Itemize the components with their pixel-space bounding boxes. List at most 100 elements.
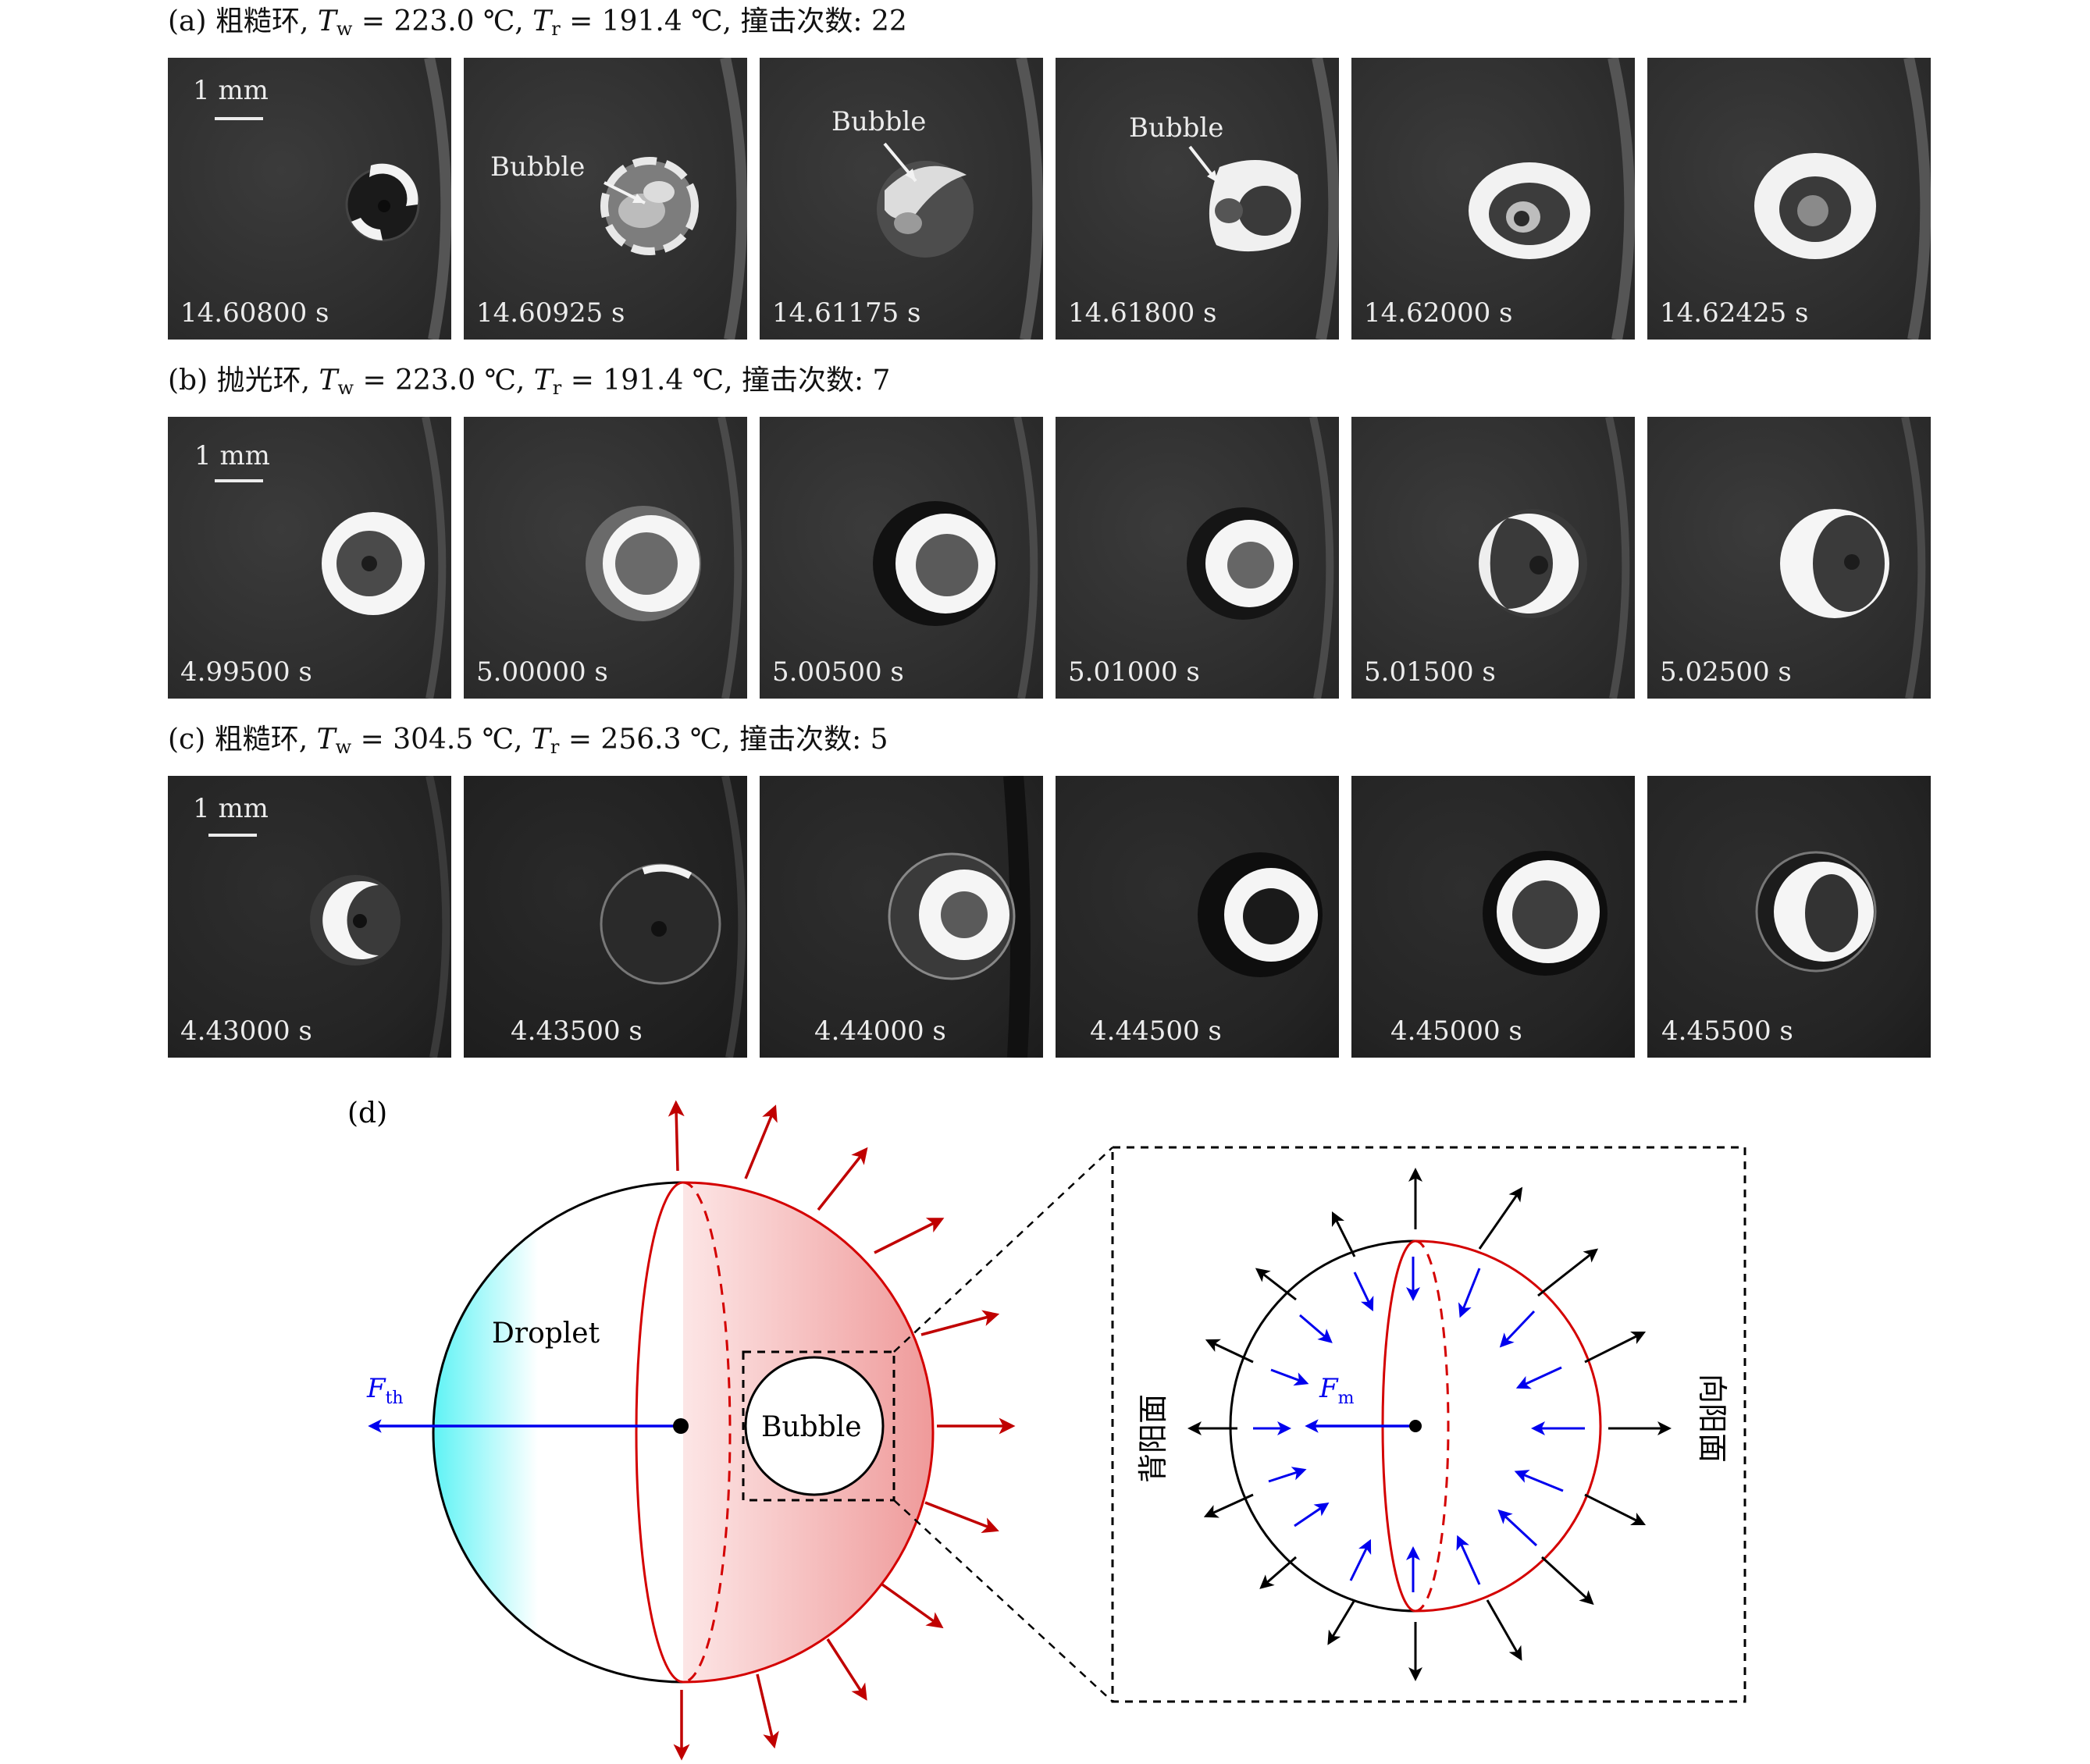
scale-bar	[215, 479, 263, 482]
frame-c-4: 4.44500 s	[1056, 776, 1339, 1058]
droplet-image	[1478, 417, 1630, 699]
tr-symbol: T	[532, 5, 552, 37]
droplet-image	[1469, 58, 1635, 340]
scale-label: 1 mm	[194, 440, 270, 471]
frame-c-2: 4.43500 s	[464, 776, 747, 1058]
frame-a-5: 14.62000 s	[1351, 58, 1635, 340]
timestamp: 14.61175 s	[772, 297, 921, 329]
droplet-image	[1198, 852, 1323, 977]
timestamp: 4.43500 s	[511, 1015, 643, 1047]
droplet-image	[1187, 417, 1334, 699]
tw-symbol: T	[316, 724, 336, 756]
droplet-image	[322, 417, 447, 699]
tr-value: = 191.4 ℃, 撞击次数: 7	[561, 365, 891, 397]
mechanism-diagram: (d) Droplet Bubble Fth	[347, 1097, 1746, 1761]
panel-d-label: (d)	[347, 1097, 387, 1129]
tr-value: = 191.4 ℃, 撞击次数: 22	[560, 5, 907, 37]
caption-prefix: (a) 粗糙环,	[168, 5, 318, 37]
tw-symbol: T	[319, 365, 338, 397]
timestamp: 4.44500 s	[1090, 1015, 1222, 1047]
droplet-label: Droplet	[492, 1318, 600, 1350]
droplet-image	[600, 776, 746, 1058]
timestamp: 14.61800 s	[1068, 297, 1217, 329]
timestamp: 4.44000 s	[814, 1015, 946, 1047]
timestamp: 5.00000 s	[476, 656, 608, 688]
tr-value: = 256.3 ℃, 撞击次数: 5	[559, 724, 888, 756]
frame-b-1: 1 mm 4.99500 s	[168, 417, 451, 699]
recoil-arrows	[1253, 1257, 1585, 1592]
timestamp: 4.43000 s	[180, 1015, 312, 1047]
tw-value: = 223.0 ℃,	[352, 5, 533, 37]
tr-symbol: T	[531, 724, 550, 756]
caption-prefix: (b) 抛光环,	[168, 365, 319, 397]
frame-a-4: Bubble 14.61800 s	[1056, 58, 1339, 340]
f-m-label: Fm	[1319, 1373, 1355, 1408]
tr-symbol: T	[533, 365, 553, 397]
frame-c-1: 1 mm 4.43000 s	[168, 776, 451, 1058]
zoom-line-top	[893, 1147, 1113, 1353]
frame-b-3: 5.00500 s	[760, 417, 1043, 699]
tw-symbol: T	[317, 5, 336, 37]
scale-bar	[215, 117, 263, 120]
bubble-annotation: Bubble	[490, 151, 586, 183]
pressure-arrows	[1187, 1168, 1672, 1681]
frame-b-4: 5.01000 s	[1056, 417, 1339, 699]
tw-value: = 223.0 ℃,	[354, 365, 534, 397]
droplet-image	[600, 58, 747, 340]
droplet-image	[310, 776, 450, 1058]
frame-a-1: 1 mm 14.60800 s	[168, 58, 451, 340]
droplet-image	[1780, 417, 1926, 699]
droplet-image	[1188, 58, 1339, 340]
row-c-caption: (c) 粗糙环, Tw = 304.5 ℃, Tr = 256.3 ℃, 撞击次…	[168, 724, 888, 763]
scale-bar	[208, 834, 257, 837]
bubble-annotation: Bubble	[1129, 112, 1224, 144]
frame-c-3: 4.44000 s	[760, 776, 1043, 1058]
timestamp: 5.02500 s	[1660, 656, 1792, 688]
zoom-panel	[1111, 1146, 1746, 1703]
frame-c-5: 4.45000 s	[1351, 776, 1635, 1058]
droplet-image	[873, 417, 1038, 699]
droplet-image	[877, 58, 1043, 340]
caption-prefix: (c) 粗糙环,	[168, 724, 317, 756]
timestamp: 14.62425 s	[1660, 297, 1809, 329]
droplet-image	[888, 776, 1031, 1058]
tr-subscript: r	[550, 736, 560, 758]
timestamp: 5.00500 s	[772, 656, 904, 688]
timestamp: 4.45000 s	[1390, 1015, 1522, 1047]
scale-label: 1 mm	[193, 793, 269, 824]
row-b-caption: (b) 抛光环, Tw = 223.0 ℃, Tr = 191.4 ℃, 撞击次…	[168, 365, 890, 404]
zoom-line-bottom	[893, 1499, 1113, 1702]
timestamp: 14.62000 s	[1364, 297, 1513, 329]
bubble-annotation: Bubble	[831, 106, 927, 137]
timestamp: 5.01000 s	[1068, 656, 1200, 688]
frame-a-2: Bubble 14.60925 s	[464, 58, 747, 340]
row-a-caption: (a) 粗糙环, Tw = 223.0 ℃, Tr = 191.4 ℃, 撞击次…	[168, 6, 907, 44]
droplet-image	[586, 417, 742, 699]
shaded-side-label: 背阳面	[1136, 1394, 1170, 1483]
timestamp: 14.60925 s	[476, 297, 625, 329]
timestamp: 5.01500 s	[1364, 656, 1496, 688]
lit-side-label: 向阳面	[1695, 1374, 1729, 1463]
frame-b-2: 5.00000 s	[464, 417, 747, 699]
droplet-image	[1754, 58, 1931, 340]
droplet-image	[345, 58, 451, 340]
tw-subscript: w	[336, 18, 353, 40]
tr-subscript: r	[551, 18, 561, 40]
tw-subscript: w	[335, 736, 352, 758]
scale-label: 1 mm	[193, 75, 269, 106]
timestamp: 4.45500 s	[1661, 1015, 1793, 1047]
center-dot	[1409, 1420, 1422, 1432]
tw-subscript: w	[337, 377, 354, 399]
tw-value: = 304.5 ℃,	[351, 724, 532, 756]
tr-subscript: r	[552, 377, 562, 399]
bubble-label: Bubble	[761, 1411, 862, 1443]
center-dot	[673, 1418, 689, 1434]
bubble-circle	[744, 1356, 885, 1496]
heat-flux-arrows	[668, 1100, 1016, 1761]
timestamp: 4.99500 s	[180, 656, 312, 688]
droplet-image	[1755, 851, 1877, 973]
timestamp: 14.60800 s	[180, 297, 329, 329]
frame-a-6: 14.62425 s	[1647, 58, 1931, 340]
frame-a-3: Bubble 14.61175 s	[760, 58, 1043, 340]
zoom-box	[742, 1350, 895, 1502]
